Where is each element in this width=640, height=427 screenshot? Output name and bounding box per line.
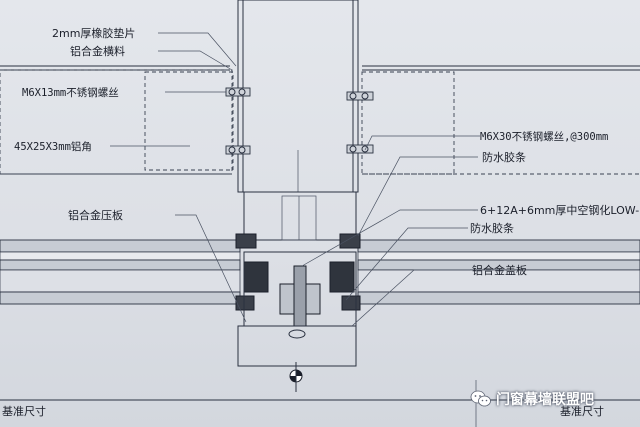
center-screw (293, 265, 307, 327)
watermark: 门窗幕墙联盟吧 (470, 388, 635, 410)
watermark-text: 门窗幕墙联盟吧 (496, 392, 594, 408)
leader-pressure-plate (175, 214, 247, 323)
cover-plate (237, 325, 357, 367)
datum-marker (289, 362, 303, 392)
leader-bolt-m6x30 (364, 135, 480, 151)
label-pressure-plate: 铝合金压板 (68, 208, 123, 222)
gasket-right-bottom (341, 295, 361, 311)
bolt-right-upper (346, 91, 374, 101)
gasket-left-bottom (235, 295, 255, 311)
bolt-left-upper (225, 87, 251, 97)
label-al-transom: 铝合金横料 (70, 44, 125, 58)
label-datum-right: 基准尺寸 (560, 404, 604, 418)
gasket-left-side (243, 261, 269, 293)
label-bolt-m6x30: M6X30不锈钢螺丝,@300mm (480, 130, 608, 143)
angle-dashed-zone-left (144, 71, 234, 171)
screw-head (288, 329, 306, 339)
leader-glass (301, 209, 478, 267)
glass-unit-right (357, 239, 640, 305)
label-rubber-pad: 2mm厚橡胶垫片 (52, 26, 135, 40)
label-waterproof-strip-1: 防水胶条 (482, 150, 526, 164)
mullion-lower-frame (243, 191, 357, 241)
label-cover-plate: 铝合金盖板 (472, 263, 527, 277)
leader-rubber-pad (158, 32, 237, 67)
gasket-right-top (339, 233, 361, 249)
leader-al-transom (158, 50, 233, 71)
transom-dashed-zone-left (0, 69, 233, 175)
glass-unit-left (0, 239, 241, 305)
angle-dashed-zone-right (361, 71, 455, 175)
leader-waterproof-1 (357, 156, 478, 237)
label-bolt-m6x13: M6X13mm不锈钢螺丝 (22, 86, 119, 99)
bolt-left-lower (225, 145, 251, 155)
leader-cover-plate (351, 269, 470, 327)
gasket-left-top (235, 233, 257, 249)
label-glass-spec: 6+12A+6mm厚中空钢化LOW- (480, 203, 639, 217)
wechat-icon (470, 390, 491, 407)
gasket-right-side (329, 261, 355, 293)
label-datum-left: 基准尺寸 (2, 404, 46, 418)
label-waterproof-strip-2: 防水胶条 (470, 221, 514, 235)
bolt-right-lower (346, 144, 374, 154)
leader-waterproof-2 (345, 227, 468, 301)
label-angle-45: 45X25X3mm铝角 (14, 140, 92, 153)
